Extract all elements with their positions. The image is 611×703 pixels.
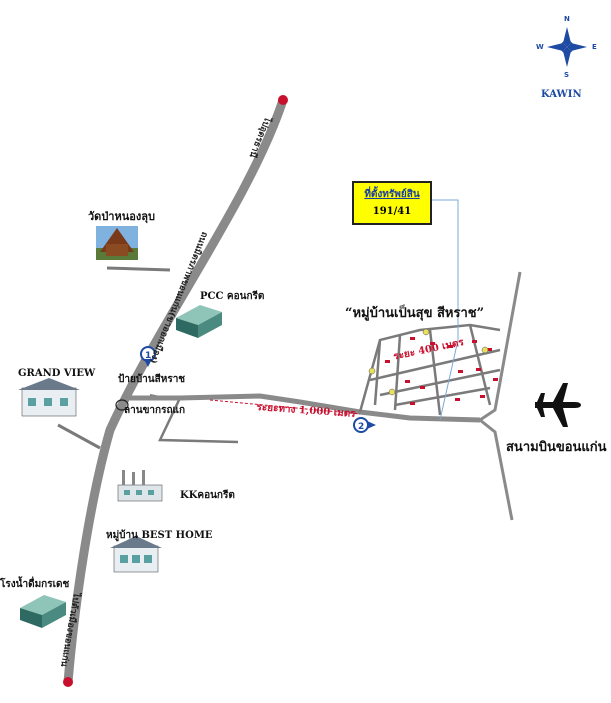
highway-end-top (278, 95, 288, 105)
compass-n: N (564, 15, 570, 23)
location-pin-icon (140, 346, 156, 367)
village-trees (368, 328, 489, 396)
warehouse-icon (20, 595, 66, 628)
marker-1-label: 1 (145, 351, 151, 361)
dashed-route (209, 399, 361, 415)
label-pcc: PCC คอนกรีต (200, 291, 265, 302)
label-village-main: “หมู่บ้านเป็นสุข สีหราช” (345, 306, 485, 321)
house-icon (110, 536, 162, 573)
road-grandview (57, 423, 101, 450)
compass-e: E (592, 43, 597, 51)
temple-icon (96, 226, 138, 260)
access-road (128, 393, 481, 423)
label-factory: โรงน้ำดื่มกรเดช (0, 579, 70, 590)
label-kk: KKคอนกรีต (180, 490, 235, 501)
label-lan: ลานขากรถแก (124, 405, 186, 416)
label-best-home: หมู่บ้าน BEST HOME (106, 530, 213, 541)
brand-logo: KAWIN (541, 89, 582, 100)
house-icon (18, 378, 80, 417)
property-callout: ที่ตั้งทรัพย์สิน 191/41 (352, 181, 432, 225)
compass-icon (547, 27, 587, 67)
location-pin-icon (353, 417, 376, 433)
lan-marker (115, 399, 129, 411)
road-wat (106, 266, 171, 272)
callout-title: ที่ตั้งทรัพย์สิน (364, 189, 420, 200)
compass-s: S (564, 71, 570, 79)
factory-icon (117, 470, 163, 502)
airplane-icon (535, 383, 581, 427)
callout-number: 191/41 (372, 206, 412, 217)
label-grand-view: GRAND VIEW (18, 368, 96, 379)
compass-w: W (536, 43, 544, 51)
village-houses (385, 337, 498, 405)
road-kk (158, 397, 239, 444)
callout-leader (432, 199, 459, 421)
warehouse-icon (176, 305, 222, 338)
main-highway (63, 95, 288, 687)
marker-2-label: 2 (358, 422, 364, 432)
label-airport: สนามบินขอนแก่น (506, 440, 607, 455)
label-wat: วัดป่าหนองลุบ (88, 210, 155, 223)
airport-road (477, 271, 522, 521)
label-bus-stop: ป้ายบ้านสีหราช (118, 374, 186, 385)
highway-end-bottom (63, 677, 73, 687)
